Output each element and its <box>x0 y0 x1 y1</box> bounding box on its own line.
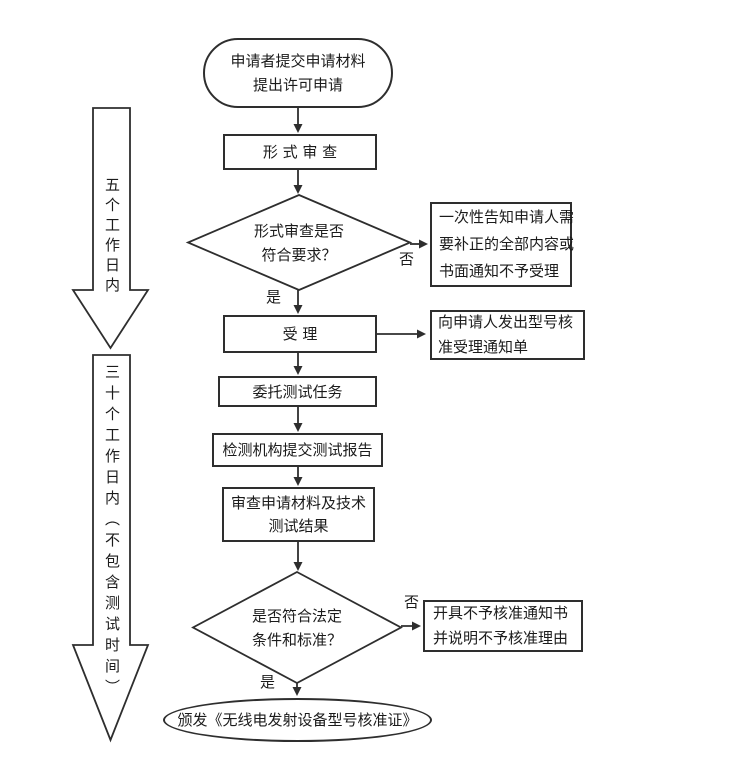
node-test-report: 检测机构提交测试报告 <box>212 433 383 467</box>
decision-formal-review-label: 形式审查是否 符合要求？ <box>188 195 410 290</box>
edge-label-formal-no: 否 <box>399 250 415 268</box>
decision-legal-standard-line2: 条件和标准？ <box>251 630 342 649</box>
decision-legal-standard-line1: 是否符合法定 <box>251 606 342 625</box>
node-accept-notice-line2: 准受理通知单 <box>438 338 529 356</box>
node-formal-review: 形 式 审 查 <box>223 134 377 170</box>
node-accept-notice: 向申请人发出型号核 准受理通知单 <box>430 310 585 360</box>
node-start-terminator: 申请者提交申请材料 提出许可申请 <box>203 38 393 108</box>
node-delegate-test: 委托测试任务 <box>218 376 377 407</box>
node-reject-notice-line2: 并说明不予核准理由 <box>433 629 569 647</box>
node-notice-correct-line2: 要补正的全部内容或 <box>439 235 575 253</box>
edge-label-formal-yes: 是 <box>266 288 282 306</box>
node-review-result: 审查申请材料及技术 测试结果 <box>222 487 375 542</box>
node-start-line1: 申请者提交申请材料 <box>230 52 366 70</box>
decision-formal-review-line2: 符合要求？ <box>261 245 337 264</box>
node-formal-review-label: 形 式 审 查 <box>262 143 338 161</box>
edge-label-legal-yes: 是 <box>260 673 276 691</box>
node-accept-notice-line1: 向申请人发出型号核 <box>438 313 574 331</box>
decision-formal-review-shape <box>185 194 413 291</box>
node-notice-correct-line1: 一次性告知申请人需 <box>439 208 575 226</box>
node-start-line2: 提出许可申请 <box>252 76 343 94</box>
timeline-arrow-five-days-shape <box>71 107 150 350</box>
node-accept-label: 受 理 <box>282 325 318 343</box>
node-end-terminator: 颁发《无线电发射设备型号核准证》 <box>163 698 432 742</box>
node-reject-notice: 开具不予核准通知书 并说明不予核准理由 <box>423 600 583 652</box>
node-review-result-line1: 审查申请材料及技术 <box>230 493 366 512</box>
decision-legal-standard-label: 是否符合法定 条件和标准？ <box>193 572 401 683</box>
node-reject-notice-line1: 开具不予核准通知书 <box>433 604 569 622</box>
node-review-result-line2: 测试结果 <box>268 516 329 535</box>
edge-label-legal-no: 否 <box>404 593 420 611</box>
timeline-arrow-five-days-label: 五个工作日内 <box>103 177 121 297</box>
node-accept: 受 理 <box>223 315 377 353</box>
node-notice-correct: 一次性告知申请人需 要补正的全部内容或 书面通知不予受理 <box>430 202 575 287</box>
node-test-report-label: 检测机构提交测试报告 <box>222 441 373 459</box>
timeline-arrow-thirty-days-label: 三十个工作日内（不包含测试时间） <box>103 364 121 700</box>
node-delegate-test-label: 委托测试任务 <box>252 382 343 401</box>
node-end-label: 颁发《无线电发射设备型号核准证》 <box>177 711 418 729</box>
decision-formal-review-line1: 形式审查是否 <box>253 221 344 240</box>
node-notice-correct-line3: 书面通知不予受理 <box>439 262 560 280</box>
timeline-arrow-thirty-days-shape <box>71 354 150 743</box>
